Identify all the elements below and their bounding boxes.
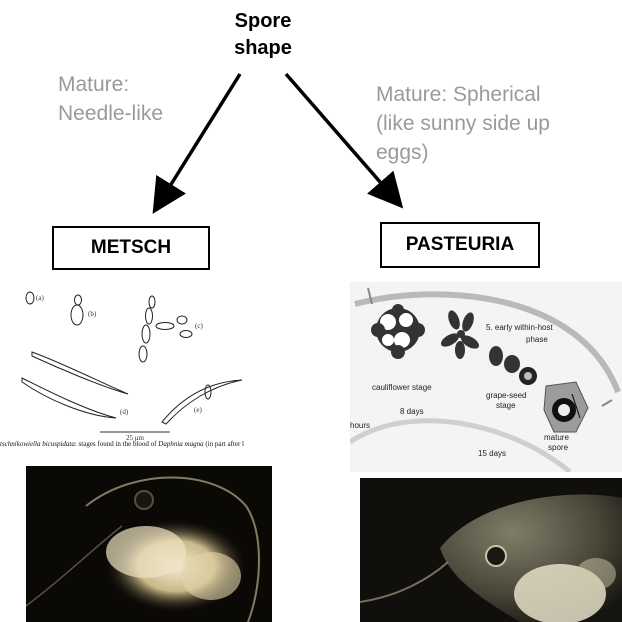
metsch-stages-figure: (a) (b) (c) (d) (e) 25 μm	[0, 282, 272, 454]
outer-arc	[354, 291, 621, 394]
grape-seed-label-line-1: grape-seed	[486, 391, 526, 400]
mature-spore	[543, 381, 589, 433]
pasteuria-lifecycle-figure: cauliflower stage 5. early within-host p…	[350, 282, 622, 472]
mature-spore-label-line-1: mature	[544, 433, 569, 442]
early-stage-cluster	[440, 310, 480, 359]
stage-e-ascus	[161, 379, 243, 425]
diagram-title: Spore shape	[200, 8, 326, 62]
eye	[134, 490, 154, 510]
stage-d-label: (d)	[120, 408, 129, 416]
title-line-2: shape	[234, 37, 292, 59]
caption-species: Daphnia magna	[158, 440, 204, 448]
arc-tick-left	[367, 287, 373, 305]
stage-b-label: (b)	[88, 310, 97, 318]
stage-e-spore	[204, 384, 212, 400]
stage-b-cell-bottom	[70, 304, 84, 326]
phase-label-line-2: phase	[526, 335, 548, 344]
arrow-to-pasteuria	[284, 72, 404, 209]
carapace-outline	[85, 476, 260, 622]
phase-label-line-1: 5. early within-host	[486, 323, 553, 332]
stage-a-cell	[25, 291, 35, 305]
caption-genus: tschnikowiella bicuspidata	[0, 440, 75, 448]
pasteuria-lifecycle-drawing: cauliflower stage 5. early within-host p…	[350, 282, 622, 472]
stage-c-label: (c)	[195, 322, 203, 330]
inner-arc	[350, 418, 572, 472]
stage-e-label: (e)	[194, 406, 202, 414]
hours-label: hours	[350, 421, 370, 430]
caption-suffix: (in part after l	[203, 440, 245, 448]
cauliflower-stage	[371, 304, 425, 359]
eye	[485, 545, 507, 567]
stage-d-needle-1	[31, 351, 129, 395]
title-line-1: Spore	[234, 10, 292, 32]
scale-bar-label: 25 μm	[126, 434, 145, 442]
grape-seed-stage	[489, 346, 537, 385]
caption-text: : stages found in the blood of	[74, 440, 159, 448]
metsch-stages-drawing: (a) (b) (c) (d) (e) 25 μm	[21, 291, 243, 442]
grape-seed-label-line-2: stage	[496, 401, 516, 410]
mature-spore-label-line-2: spore	[548, 443, 569, 452]
metsch-box: METSCH	[52, 226, 210, 270]
fifteen-days-label: 15 days	[478, 449, 506, 458]
cauliflower-label: cauliflower stage	[372, 383, 432, 392]
pasteuria-photo-rendering	[360, 478, 622, 622]
arrow-to-metsch	[152, 73, 242, 214]
eight-days-label: 8 days	[400, 407, 424, 416]
stage-d-needle-2	[21, 377, 117, 419]
stage-c-chain	[138, 295, 193, 363]
metsch-photo-rendering	[26, 466, 272, 622]
right-note: Mature: Spherical (like sunny side up eg…	[376, 83, 550, 164]
arc-tick-right	[601, 399, 613, 407]
metsch-infected-daphnia-photo	[26, 466, 272, 622]
pasteuria-box: PASTEURIA	[380, 222, 540, 268]
left-note: Mature: Needle-like	[58, 73, 164, 125]
stage-a-label: (a)	[36, 294, 44, 302]
stage-b-cell-top	[74, 294, 82, 306]
metsch-figure-caption: tschnikowiella bicuspidata: stages found…	[0, 440, 244, 448]
pasteuria-infected-daphnia-photo	[360, 478, 622, 622]
